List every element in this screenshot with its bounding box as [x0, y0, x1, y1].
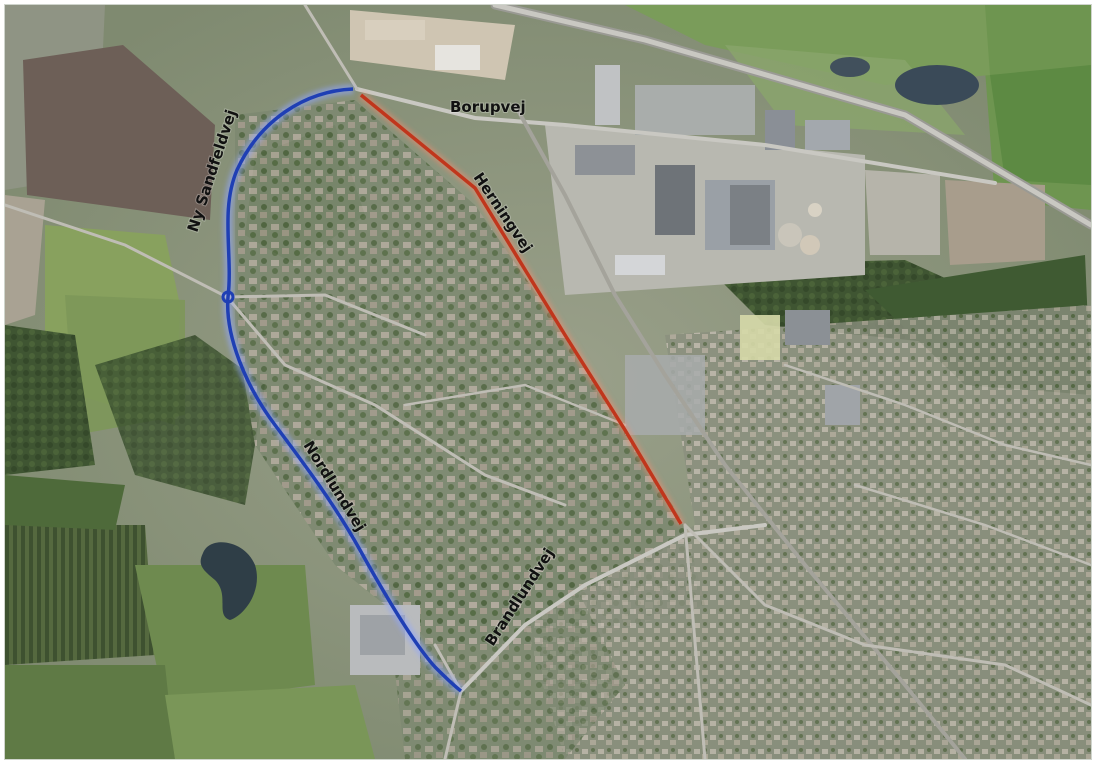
herningvej-route	[359, 93, 683, 525]
lakes	[200, 57, 979, 620]
highlighted-routes	[221, 84, 685, 695]
map-canvas: Borupvej Herningvej Ny Sandfeldvej Nordl…	[5, 5, 1091, 759]
residential-areas	[235, 100, 1091, 759]
industrial-zone	[350, 10, 865, 675]
nordlundvej-route	[225, 87, 463, 693]
label-borupvej: Borupvej	[450, 98, 526, 116]
roundabout-marker	[221, 290, 235, 304]
road-network	[5, 5, 1091, 759]
aerial-map: Borupvej Herningvej Ny Sandfeldvej Nordl…	[4, 4, 1092, 760]
